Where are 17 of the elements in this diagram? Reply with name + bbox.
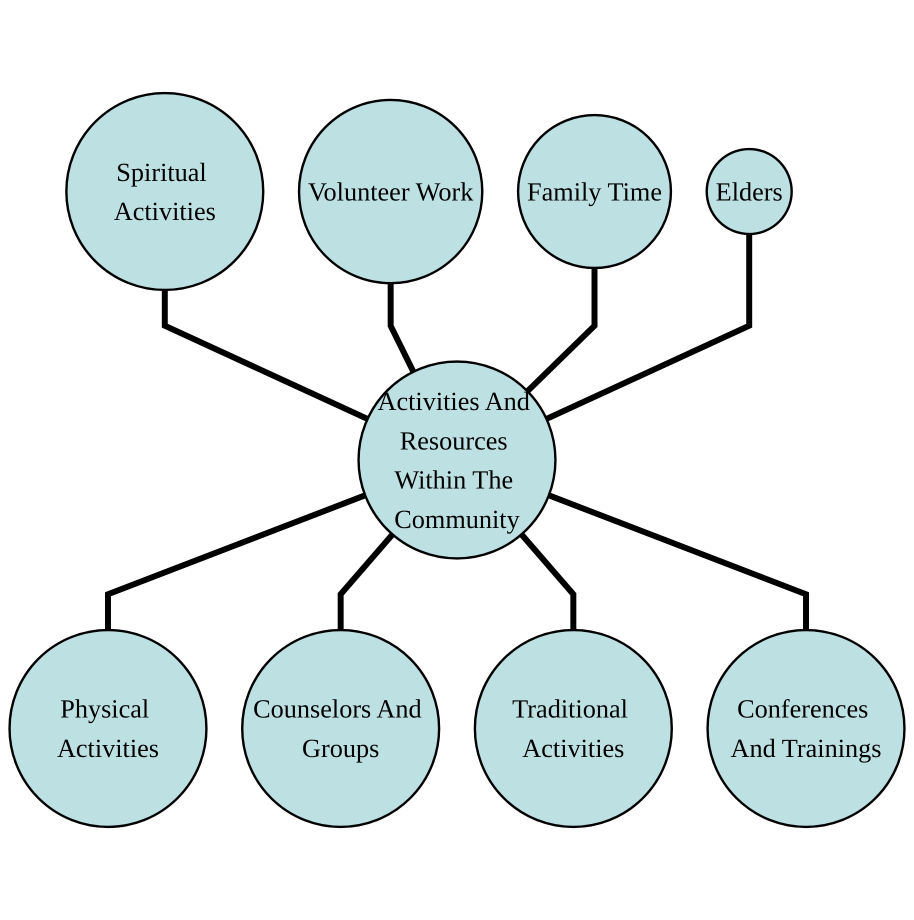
connector bbox=[519, 532, 576, 630]
connector bbox=[105, 492, 366, 630]
connector bbox=[545, 234, 752, 422]
connector bbox=[525, 268, 598, 394]
node-circle: Spiritual Activities bbox=[65, 92, 264, 292]
connector bbox=[162, 290, 369, 422]
node-circle: Volunteer Work bbox=[298, 98, 484, 284]
connector bbox=[388, 283, 416, 374]
connector bbox=[548, 492, 809, 630]
node-circle: Traditional Activities bbox=[474, 628, 673, 828]
node-circle: Activities And Resources Within The Community bbox=[357, 360, 557, 560]
node-circle: Physical Activities bbox=[8, 628, 208, 828]
node-circle: Elders bbox=[706, 148, 793, 236]
node-circle: Family Time bbox=[516, 114, 672, 270]
node-circle: Conferences And Trainings bbox=[706, 628, 906, 828]
connector bbox=[338, 532, 395, 630]
node-circle: Counselors And Groups bbox=[241, 628, 440, 828]
